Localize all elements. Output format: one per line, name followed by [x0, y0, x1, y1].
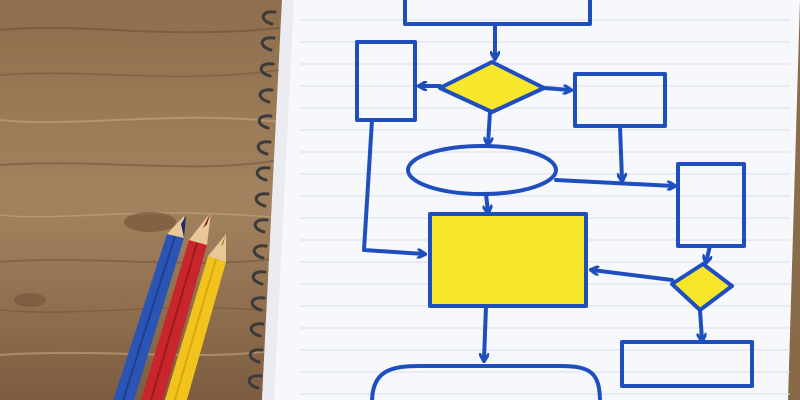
arrow-icon — [700, 308, 702, 340]
pencil-icon — [164, 234, 226, 400]
flowchart-ellipse-icon — [406, 144, 558, 196]
arrow-icon — [542, 88, 570, 90]
spiral-binding-icon — [247, 10, 277, 390]
pencil-icon — [113, 216, 186, 400]
arrow-icon — [484, 304, 486, 360]
flowchart-rectangle-icon — [428, 212, 588, 308]
flowchart-ellipse-icon — [370, 364, 602, 400]
arrow-icon — [592, 270, 674, 282]
pencil-icon — [141, 212, 211, 400]
arrow-icon — [486, 192, 488, 212]
flowchart-rectangle-icon — [355, 40, 417, 122]
arrow-icon — [362, 118, 424, 254]
flowchart-rectangle-icon — [620, 340, 754, 388]
arrow-icon — [554, 178, 674, 186]
flowchart-rectangle-icon — [403, 0, 592, 26]
arrow-icon — [620, 124, 622, 180]
wood-knot — [124, 212, 176, 232]
wood-knot — [14, 293, 46, 307]
arrow-icon — [488, 110, 490, 144]
flowchart — [355, 0, 754, 400]
arrow-icon — [706, 244, 710, 262]
pencils — [113, 212, 226, 400]
